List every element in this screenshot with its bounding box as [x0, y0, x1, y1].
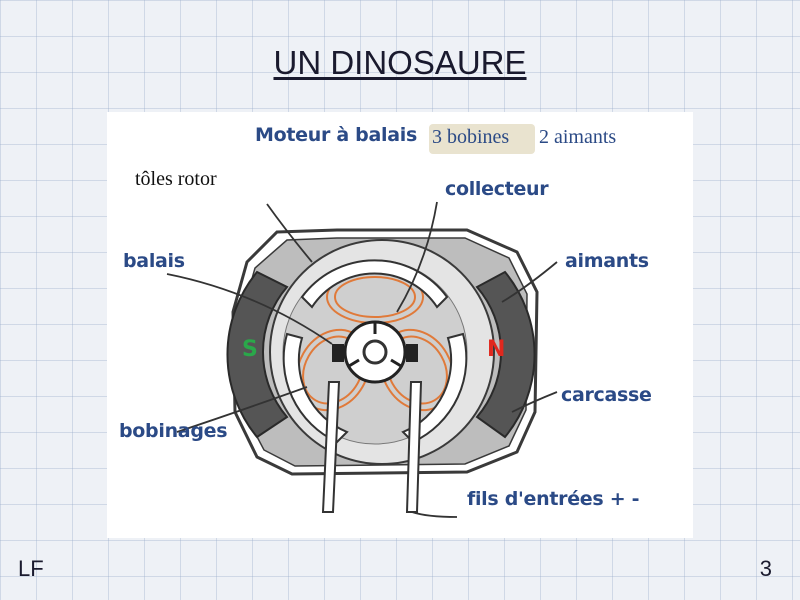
magnet-south: [226, 270, 289, 439]
brush-right: [406, 344, 418, 362]
heading-bobines: 3 bobines: [432, 126, 510, 148]
bobinages-label: bobinages: [119, 420, 228, 442]
brush-left: [332, 344, 344, 362]
pole-north-label: N: [487, 337, 506, 362]
heading-aimants: 2 aimants: [539, 126, 617, 148]
toles-rotor-label: tôles rotor: [132, 168, 220, 191]
commutator-segments: [348, 322, 402, 368]
page-number: 3: [759, 556, 772, 581]
motor-drawing: [166, 201, 558, 518]
magnet-north: [475, 270, 536, 439]
slide-title-text: UN DINOSAURE: [273, 44, 527, 81]
bobines-highlight: [429, 124, 535, 154]
motor-diagram: Moteur à balais 3 bobines 2 aimants tôle…: [107, 112, 693, 538]
carcasse-label: carcasse: [561, 384, 652, 406]
aimants-label: aimants: [565, 250, 649, 272]
pole-shoes: [282, 259, 468, 444]
leader-lines: [166, 201, 558, 518]
windings: [295, 270, 455, 412]
pole-south-label: S: [242, 337, 258, 362]
shaft: [362, 339, 388, 365]
collecteur-label: collecteur: [445, 178, 549, 200]
slide-title: UN DINOSAURE: [0, 44, 800, 82]
balais-label: balais: [123, 250, 185, 272]
footer-author: LF: [18, 556, 44, 581]
heading-motor-type: Moteur à balais: [255, 124, 417, 146]
input-wires: [321, 381, 423, 513]
fils-entrees-label: fils d'entrées + -: [467, 488, 640, 510]
